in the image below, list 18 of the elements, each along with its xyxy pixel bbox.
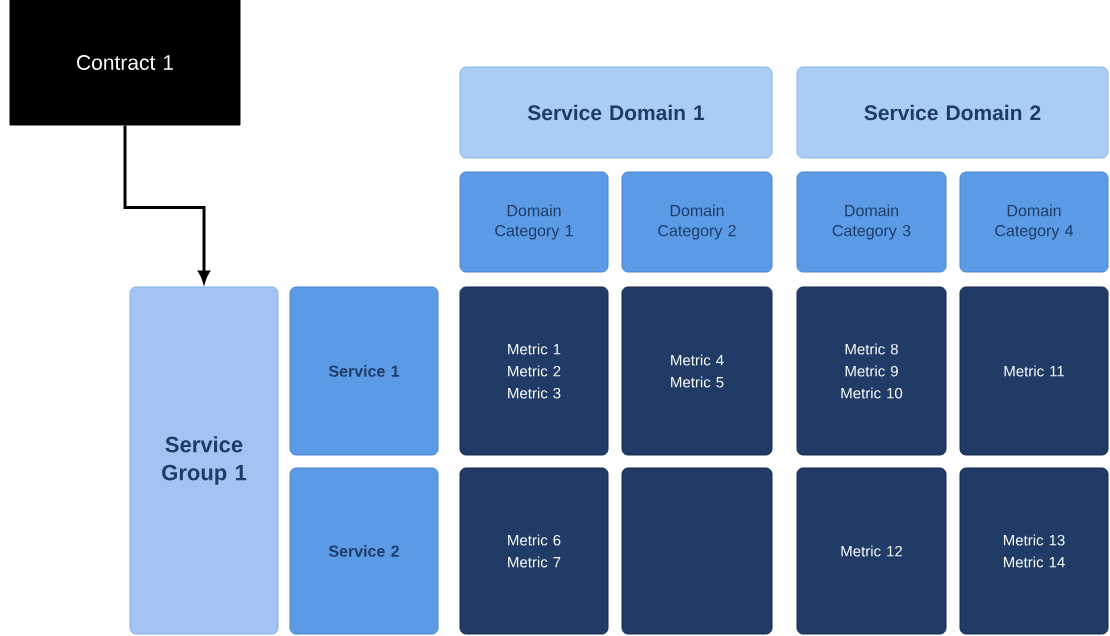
metric-box: Metric 4 Metric 5 xyxy=(621,286,773,456)
domain-box: Service Domain 1 xyxy=(459,66,773,159)
metric-box: Metric 1 Metric 2 Metric 3 xyxy=(459,286,609,456)
category-box: Domain Category 1 xyxy=(459,171,609,273)
group-box: Service Group 1 xyxy=(129,286,279,635)
category-box: Domain Category 4 xyxy=(959,171,1109,273)
metric-box: Metric 11 xyxy=(959,286,1109,456)
domain-box: Service Domain 2 xyxy=(796,66,1109,159)
category-box: Domain Category 2 xyxy=(621,171,773,273)
metric-box: Metric 12 xyxy=(796,467,947,635)
service-box: Service 1 xyxy=(289,286,439,456)
service-box: Service 2 xyxy=(289,467,439,635)
empty-box xyxy=(621,467,773,635)
metric-box: Metric 6 Metric 7 xyxy=(459,467,609,635)
metric-box: Metric 13 Metric 14 xyxy=(959,467,1109,635)
metric-box: Metric 8 Metric 9 Metric 10 xyxy=(796,286,947,456)
category-box: Domain Category 3 xyxy=(796,171,947,273)
contract-box: Contract 1 xyxy=(9,0,241,126)
